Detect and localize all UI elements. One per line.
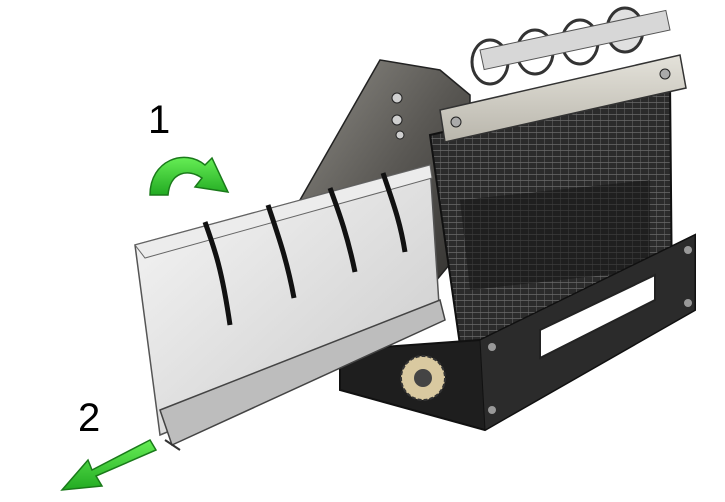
- top-rollers: [470, 6, 671, 86]
- step-2-label: 2: [78, 396, 101, 440]
- pull-out-tray: [134, 164, 446, 451]
- pull-out-arrow-icon: [60, 439, 158, 491]
- top-cover-plate: [439, 54, 687, 143]
- rotate-arrow-icon: [149, 156, 230, 196]
- drive-gear: [400, 355, 446, 401]
- step-1-label: 1: [148, 98, 171, 142]
